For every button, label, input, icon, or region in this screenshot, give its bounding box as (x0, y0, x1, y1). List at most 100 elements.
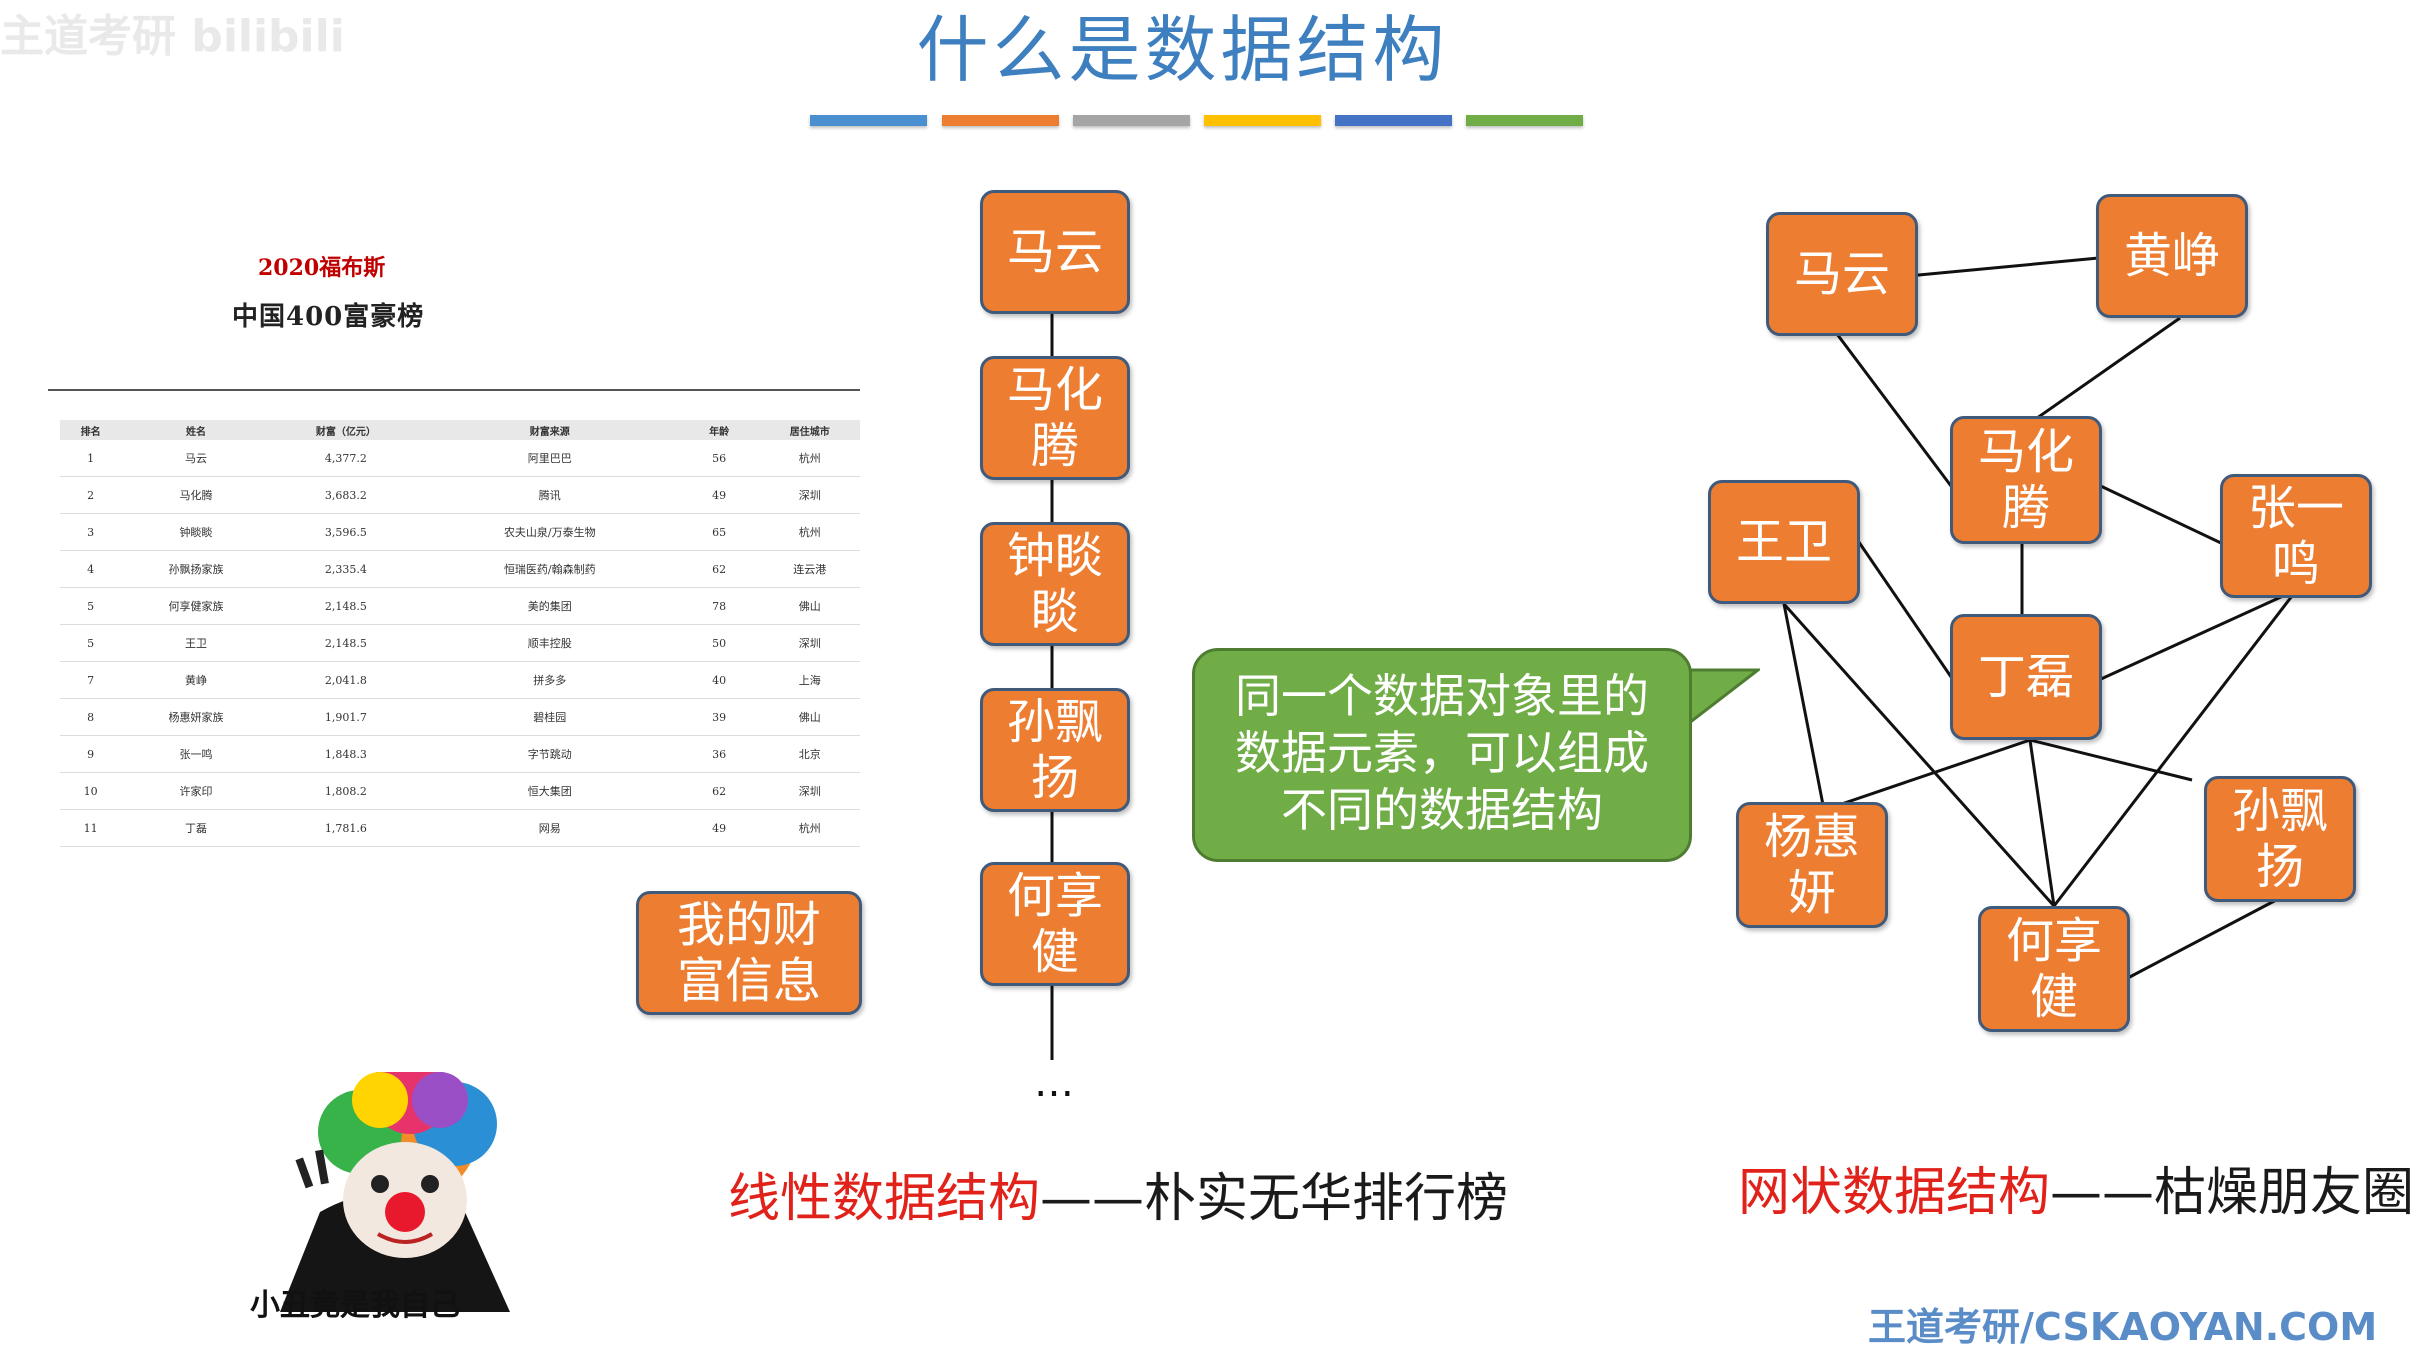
table-cell: 马云 (121, 440, 271, 477)
network-caption: 网状数据结构——枯燥朋友圈 (1738, 1150, 2411, 1225)
network-node: 孙飘扬 (2204, 776, 2356, 902)
network-node: 何享健 (1978, 906, 2130, 1032)
table-cell: 2,041.8 (270, 661, 421, 699)
table-cell: 7 (60, 661, 122, 699)
color-bar-green (1466, 115, 1583, 126)
table-cell: 1 (60, 440, 122, 477)
table-cell: 49 (678, 809, 760, 847)
table-cell: 张一鸣 (121, 735, 271, 773)
table-header-row: 排名 姓名 财富（亿元） 财富来源 年龄 居住城市 (60, 420, 860, 440)
column-header: 排名 (60, 420, 122, 440)
color-bar-yellow (1204, 115, 1321, 126)
network-caption-rest: ——枯燥朋友圈 (2050, 1163, 2411, 1223)
table-cell: 马化腾 (121, 476, 271, 514)
table-cell: 2,148.5 (270, 624, 421, 662)
linear-caption-highlight: 线性数据结构 (728, 1169, 1041, 1229)
watermark: 主道考研 bilibili (0, 11, 345, 62)
network-node: 马化腾 (1950, 416, 2102, 544)
network-node: 王卫 (1708, 480, 1860, 604)
table-cell: 北京 (759, 735, 860, 773)
table-cell: 50 (678, 624, 760, 662)
table-cell: 钟睒睒 (121, 513, 271, 551)
ranking-red-title: 2020福布斯 (258, 255, 386, 281)
ellipsis: … (1034, 1060, 1074, 1106)
table-cell: 1,781.6 (270, 809, 421, 847)
table-cell: 4,377.2 (270, 440, 421, 477)
table-cell: 39 (678, 698, 760, 736)
table-cell: 杭州 (759, 513, 860, 551)
table-cell: 碧桂园 (420, 698, 679, 736)
column-header: 姓名 (121, 420, 271, 440)
table-cell: 恒大集团 (420, 772, 679, 810)
column-header: 财富（亿元） (270, 420, 421, 440)
table-cell: 10 (60, 772, 122, 810)
table-cell: 孙飘扬家族 (121, 550, 271, 588)
linear-node: 马云 (980, 190, 1130, 314)
table-cell: 连云港 (759, 550, 860, 588)
linear-node: 钟睒睒 (980, 522, 1130, 646)
table-cell: 何享健家族 (121, 587, 271, 625)
color-bar-gray (1073, 115, 1190, 126)
linear-caption-rest: ——朴实无华排行榜 (1040, 1169, 1509, 1229)
network-node: 黄峥 (2096, 194, 2248, 318)
table-cell: 3,596.5 (270, 513, 421, 551)
table-cell: 9 (60, 735, 122, 773)
linear-node: 何享健 (980, 862, 1130, 986)
table-cell: 深圳 (759, 624, 860, 662)
bubble-line: 同一个数据对象里的 (1235, 669, 1649, 723)
table-cell: 62 (678, 772, 760, 810)
linear-node: 马化腾 (980, 356, 1130, 480)
column-header: 财富来源 (420, 420, 679, 440)
ranking-title: 中国400富豪榜 (232, 302, 425, 332)
network-node: 丁磊 (1950, 614, 2102, 740)
table-cell: 62 (678, 550, 760, 588)
table-cell: 顺丰控股 (420, 624, 679, 662)
table-cell: 40 (678, 661, 760, 699)
table-cell: 65 (678, 513, 760, 551)
table-cell: 杭州 (759, 809, 860, 847)
table-cell: 2 (60, 476, 122, 514)
slide-title: 什么是数据结构 (916, 8, 1449, 92)
table-cell: 字节跳动 (420, 735, 679, 773)
table-cell: 杭州 (759, 440, 860, 477)
table-cell: 许家印 (121, 772, 271, 810)
network-node: 张一鸣 (2220, 474, 2372, 598)
table-cell: 1,848.3 (270, 735, 421, 773)
table-cell: 深圳 (759, 772, 860, 810)
bubble-tail (1680, 668, 1760, 732)
table-cell: 36 (678, 735, 760, 773)
table-cell: 3 (60, 513, 122, 551)
my-wealth-box: 我的财富信息 (636, 891, 862, 1015)
table-cell: 拼多多 (420, 661, 679, 699)
clown-meme-image (280, 1072, 510, 1312)
color-bar-blue (810, 115, 927, 126)
network-edges (1782, 254, 2294, 982)
table-cell: 8 (60, 698, 122, 736)
column-header: 年龄 (678, 420, 760, 440)
network-node: 马云 (1766, 212, 1918, 336)
slide: 主道考研 bilibili 什么是数据结构 2020福布斯 中国400富豪榜 排… (0, 8, 2411, 1349)
table-cell: 丁磊 (121, 809, 271, 847)
table-cell: 1,901.7 (270, 698, 421, 736)
network-node: 杨惠妍 (1736, 802, 1888, 928)
table-cell: 王卫 (121, 624, 271, 662)
table-cell: 美的集团 (420, 587, 679, 625)
table-cell: 深圳 (759, 476, 860, 514)
table-cell: 佛山 (759, 587, 860, 625)
table-cell: 78 (678, 587, 760, 625)
bubble-line: 数据元素，可以组成 (1235, 726, 1649, 780)
table-cell: 3,683.2 (270, 476, 421, 514)
ranking-divider (48, 389, 860, 391)
table-cell: 农夫山泉/万泰生物 (420, 513, 679, 551)
table-cell: 网易 (420, 809, 679, 847)
column-header: 居住城市 (759, 420, 860, 440)
